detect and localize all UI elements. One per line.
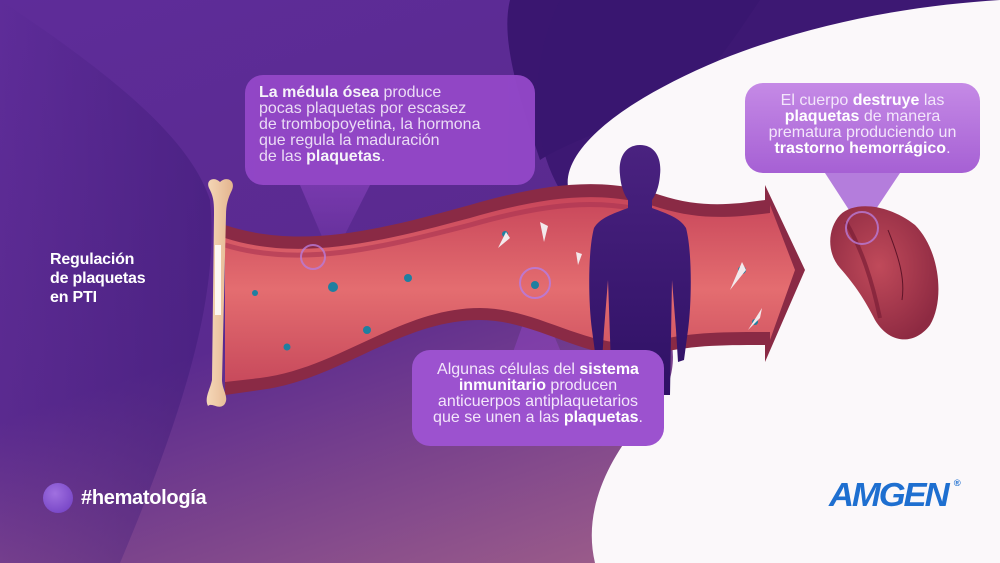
emphasis-text: inmunitario [458, 377, 546, 394]
title-line: en PTI [50, 289, 97, 306]
callout-line: prematura produciendo un [753, 125, 972, 141]
emphasis-text: plaquetas [306, 148, 381, 165]
body-text: de las [259, 148, 307, 165]
callout-line: que regula la maduración [259, 133, 521, 149]
body-text: El cuerpo [780, 92, 853, 109]
bubble1-pointer [300, 185, 370, 260]
callout-line: plaquetas de manera [753, 109, 972, 125]
emphasis-text: trastorno hemorrágico [774, 140, 947, 157]
callout-line: Algunas células del sistema [418, 362, 658, 378]
callout-line: de las plaquetas. [259, 149, 521, 165]
hashtag-text: #hematología [81, 486, 207, 509]
purple-dot-icon [43, 483, 73, 513]
body-text: las [919, 92, 945, 109]
emphasis-text: sistema [579, 361, 639, 378]
bubble2-pointer [825, 173, 900, 230]
callout-line: inmunitario producen [418, 378, 658, 394]
title-line: de plaquetas [50, 270, 146, 287]
callout-line: pocas plaquetas por escasez [259, 101, 521, 117]
callout-line: de trombopoyetina, la hormona [259, 117, 521, 133]
page-title: Regulación de plaquetas en PTI [50, 250, 146, 307]
person-silhouette-icon [589, 145, 691, 395]
emphasis-text: plaquetas [784, 108, 860, 125]
callout-line: anticuerpos antiplaquetarios [418, 394, 658, 410]
logo-text: AMGEN [829, 476, 950, 513]
body-text: produce [379, 84, 442, 101]
callout-line: que se unen a las plaquetas. [418, 410, 658, 426]
amgen-logo: AMGEN® [829, 476, 961, 514]
body-text: . [946, 140, 951, 157]
antibody-icon [498, 222, 762, 330]
callout-line: La médula ósea produce [259, 85, 521, 101]
emphasis-text: plaquetas [563, 409, 639, 426]
bone-icon [206, 179, 233, 407]
body-text: prematura produciendo un [768, 124, 957, 141]
hashtag: #hematología [43, 483, 207, 513]
callout-line: trastorno hemorrágico. [753, 141, 972, 157]
body-text: . [380, 148, 386, 165]
body-text: que se unen a las [433, 409, 564, 426]
body-text: de trombopoyetina, la hormona [259, 116, 481, 133]
body-text: producen [545, 377, 618, 394]
registered-mark: ® [953, 478, 961, 488]
body-text: Algunas células del [437, 361, 580, 378]
spleen-icon [830, 206, 939, 340]
emphasis-text: destruye [852, 92, 920, 109]
focus-circle-icon [300, 244, 326, 270]
emphasis-text: La médula ósea [259, 84, 380, 101]
focus-circle-icon [519, 267, 551, 299]
body-text: pocas plaquetas por escasez [259, 100, 467, 117]
body-text: . [638, 409, 643, 426]
title-line: Regulación [50, 251, 135, 268]
body-text: anticuerpos antiplaquetarios [437, 393, 639, 410]
focus-circle-icon [845, 211, 879, 245]
body-text: de manera [859, 108, 941, 125]
body-text: que regula la maduración [259, 132, 440, 149]
callout-line: El cuerpo destruye las [753, 93, 972, 109]
